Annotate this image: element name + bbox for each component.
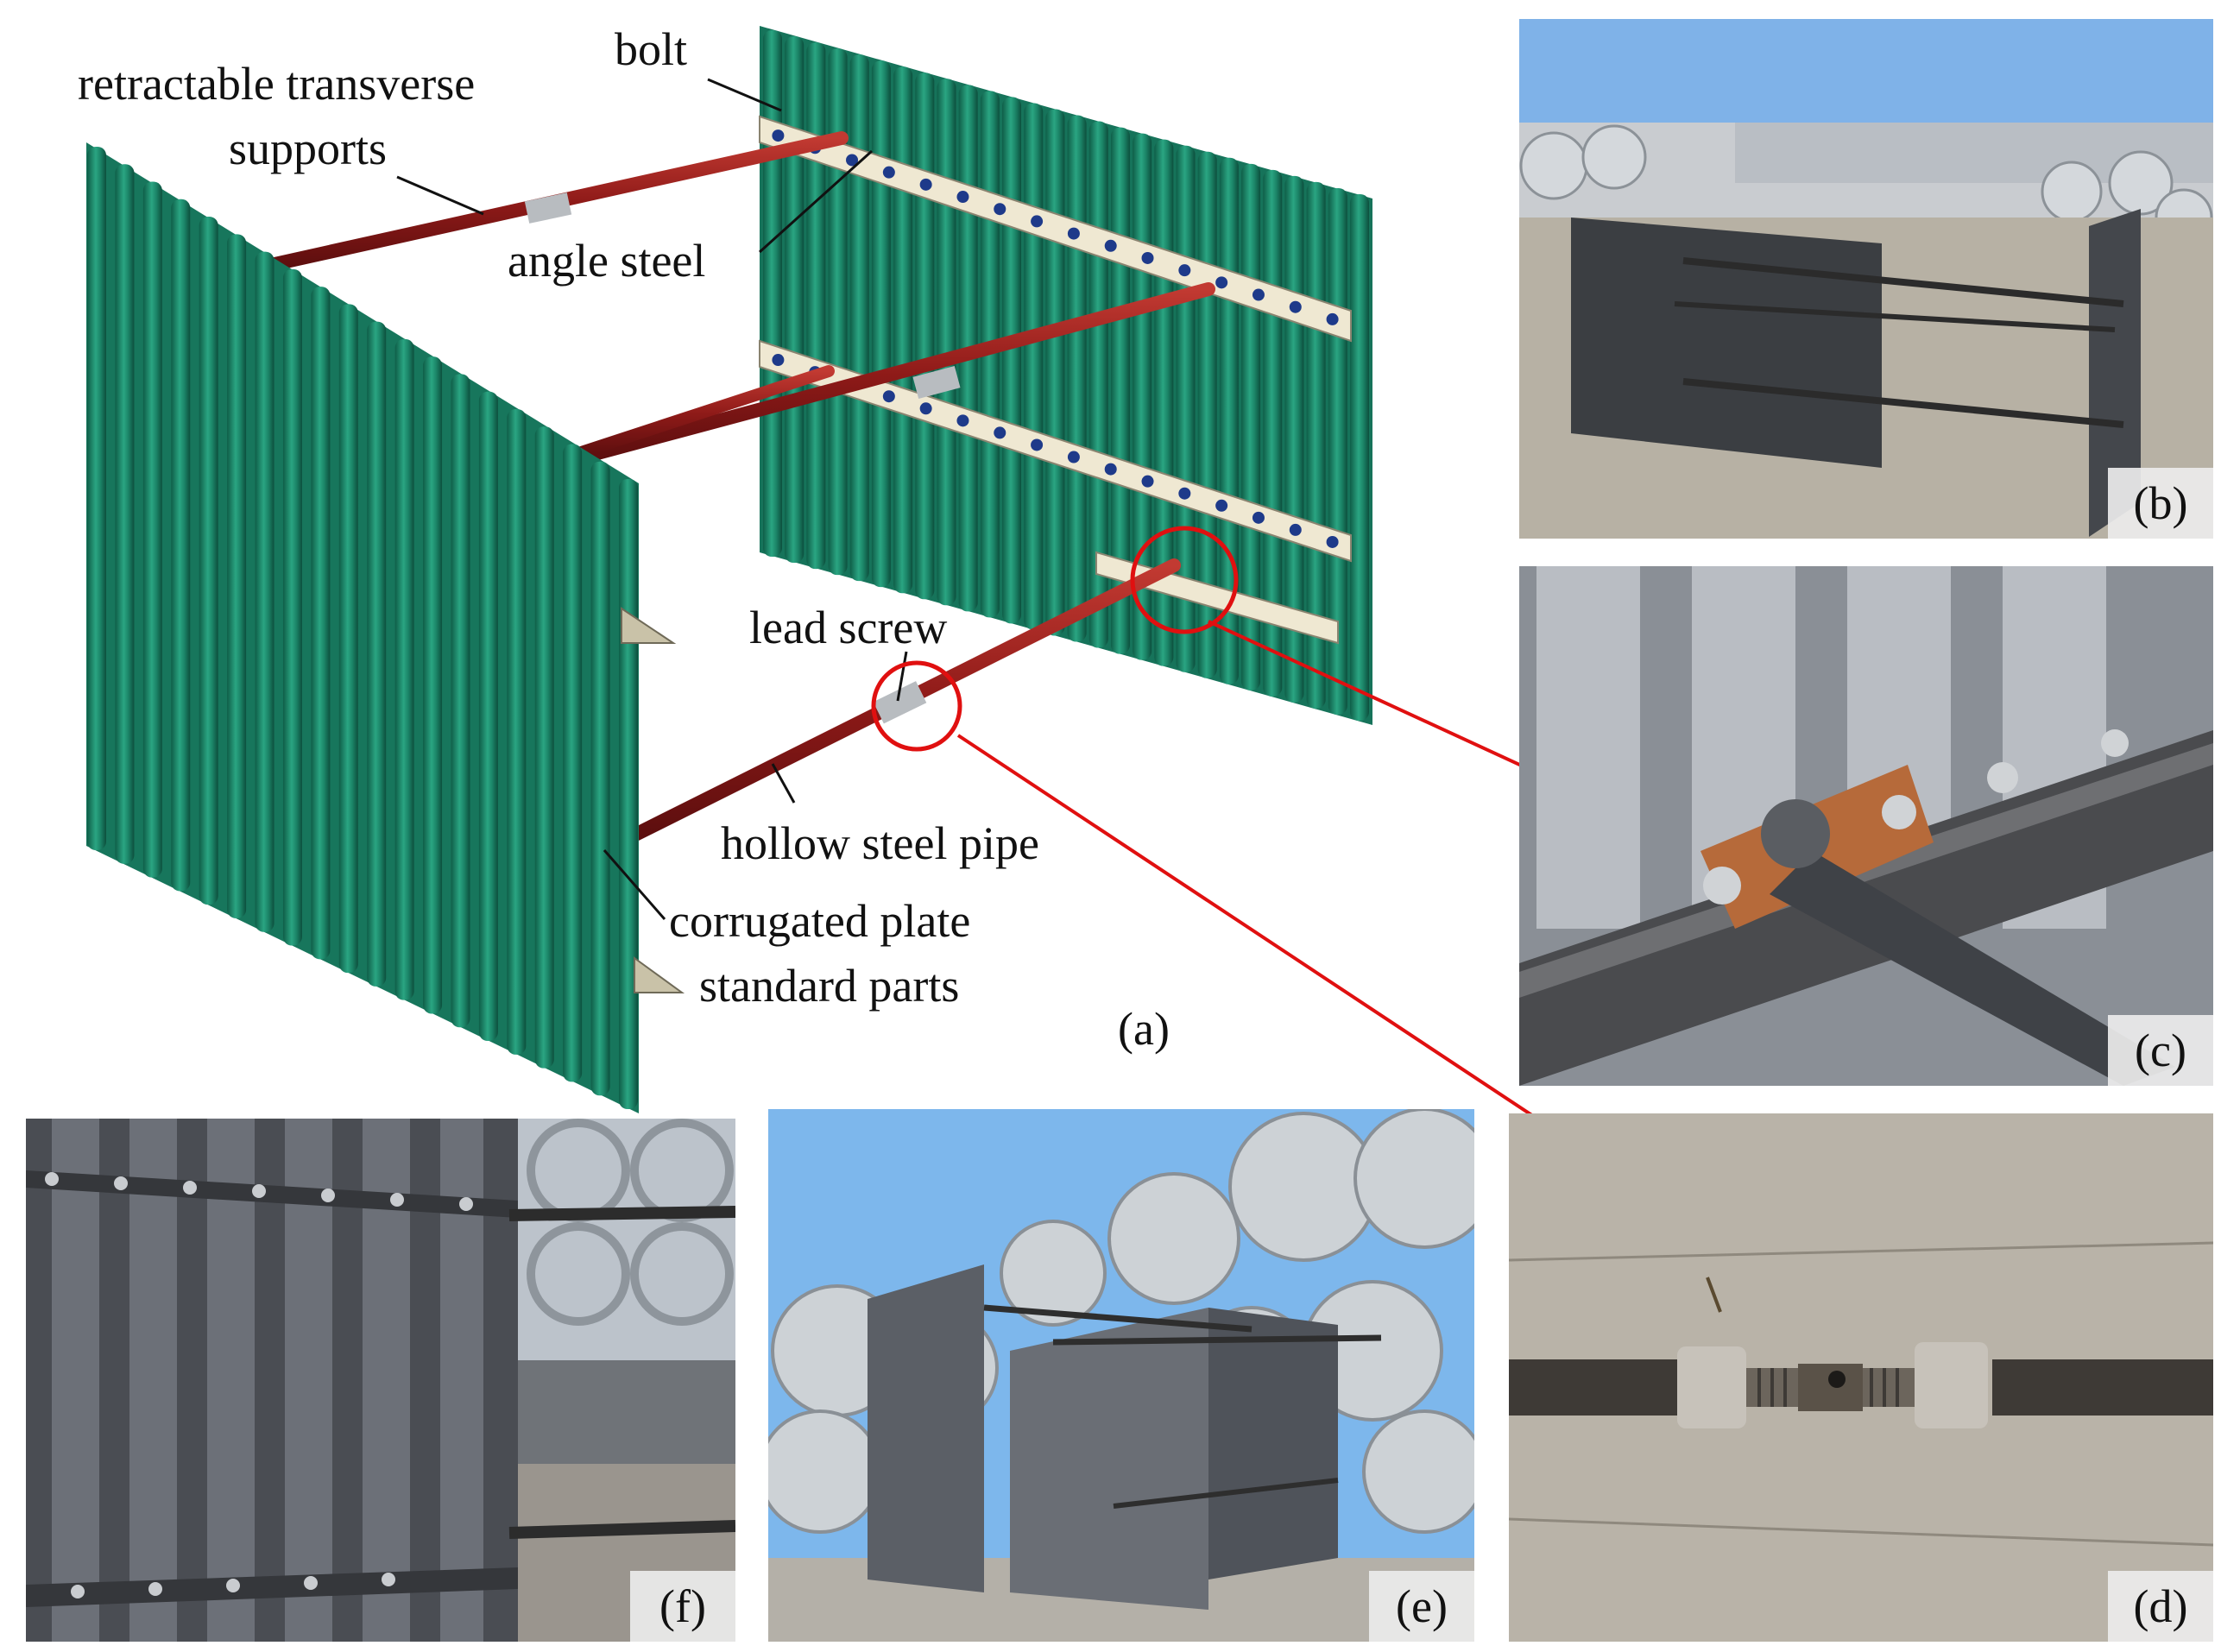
- photo-e: (e): [768, 1109, 1474, 1642]
- corrugation-rib: [785, 36, 804, 564]
- bolt: [1067, 227, 1080, 240]
- corrugation-rib: [915, 73, 935, 600]
- bolt: [1178, 487, 1191, 500]
- bolt: [1215, 276, 1228, 289]
- corrugation-rib: [590, 461, 610, 1096]
- corrugation-rib: [534, 426, 554, 1069]
- bolt: [1104, 463, 1117, 476]
- photo-b: (b): [1519, 19, 2213, 539]
- label-hollow-pipe: hollow steel pipe: [721, 817, 1039, 869]
- corrugation-rib: [507, 408, 527, 1055]
- corrugation-rib: [394, 338, 414, 1000]
- bolt: [1104, 239, 1117, 252]
- label-corrugated-line2: standard parts: [699, 960, 960, 1012]
- corrugation-rib: [142, 181, 162, 878]
- bolt: [1031, 438, 1044, 451]
- bolt: [882, 166, 895, 179]
- callout-circle-screw: [871, 660, 962, 752]
- bolt: [1141, 251, 1154, 264]
- corrugation-rib: [937, 79, 956, 606]
- bracket-lower: [634, 956, 685, 993]
- bolt: [1215, 499, 1228, 512]
- photo-f: (f): [26, 1119, 735, 1642]
- transverse-support-top: [252, 131, 849, 274]
- photo-c: (c): [1519, 566, 2213, 1086]
- corrugation-rib: [563, 444, 583, 1082]
- leader-lines: [396, 78, 908, 920]
- corrugation-rib: [1350, 194, 1369, 721]
- corrugation-rib: [87, 147, 106, 850]
- bolt: [1141, 475, 1154, 488]
- label-bolt: bolt: [615, 23, 688, 75]
- bolt: [772, 129, 785, 142]
- bolt: [994, 203, 1006, 216]
- corrugation-rib: [763, 30, 782, 557]
- label-retractable-line1: retractable transverse: [78, 58, 476, 110]
- label-corrugated-line1: corrugated plate: [669, 895, 971, 947]
- panel-label-f: (f): [630, 1571, 735, 1642]
- corrugation-rib: [849, 54, 869, 582]
- callout-circle-angle: [1130, 526, 1239, 634]
- bolt: [919, 402, 932, 415]
- bolt: [956, 191, 969, 204]
- corrugation-rib: [367, 321, 387, 987]
- transverse-support-bottom: [623, 558, 1181, 844]
- corrugation-rib: [311, 287, 331, 960]
- bolt: [772, 354, 785, 367]
- bolt: [1067, 451, 1080, 463]
- panel-label-a: (a): [1118, 1003, 1170, 1055]
- corrugation-rib: [115, 164, 135, 864]
- bolt: [1326, 312, 1339, 325]
- corrugation-rib: [828, 48, 848, 576]
- corrugation-rib: [451, 374, 470, 1028]
- corrugation-rib: [199, 217, 218, 905]
- corrugation-rib: [282, 268, 302, 946]
- corrugation-rib: [478, 391, 498, 1042]
- bolt: [1289, 300, 1302, 313]
- panel-label-e: (e): [1369, 1571, 1474, 1642]
- corrugation-rib: [227, 234, 247, 918]
- transverse-support-middle-1: [558, 282, 1215, 469]
- corrugation-rib: [893, 66, 913, 594]
- corrugation-rib: [255, 251, 274, 932]
- model-diagram: [86, 26, 1372, 1113]
- panel-label-d: (d): [2108, 1571, 2213, 1642]
- corrugation-rib: [871, 60, 891, 588]
- label-angle-steel: angle steel: [508, 235, 706, 287]
- corrugation-rib: [171, 199, 191, 892]
- label-retractable-line2: supports: [229, 123, 388, 174]
- front-corrugated-wall: [86, 142, 639, 1113]
- bolt: [919, 178, 932, 191]
- panel-label-b: (b): [2108, 468, 2213, 539]
- bolt: [846, 154, 859, 167]
- corrugation-rib: [806, 42, 826, 570]
- angle-steel-middle: [759, 339, 1352, 563]
- bolt: [1178, 264, 1191, 277]
- bolt: [1289, 523, 1302, 536]
- corrugation-rib: [423, 356, 443, 1014]
- bolt: [1326, 535, 1339, 548]
- bracket-upper: [621, 607, 677, 644]
- bolt: [1031, 215, 1044, 228]
- transverse-support-middle-2: [559, 365, 835, 463]
- label-lead-screw: lead screw: [749, 602, 948, 653]
- panel-label-c: (c): [2108, 1015, 2213, 1086]
- corrugation-rib: [338, 304, 358, 974]
- bolt: [882, 390, 895, 403]
- bolt: [994, 426, 1006, 439]
- bolt: [1252, 288, 1265, 301]
- bolt: [956, 414, 969, 427]
- photo-d: (d): [1509, 1113, 2213, 1642]
- bolt: [1252, 511, 1265, 524]
